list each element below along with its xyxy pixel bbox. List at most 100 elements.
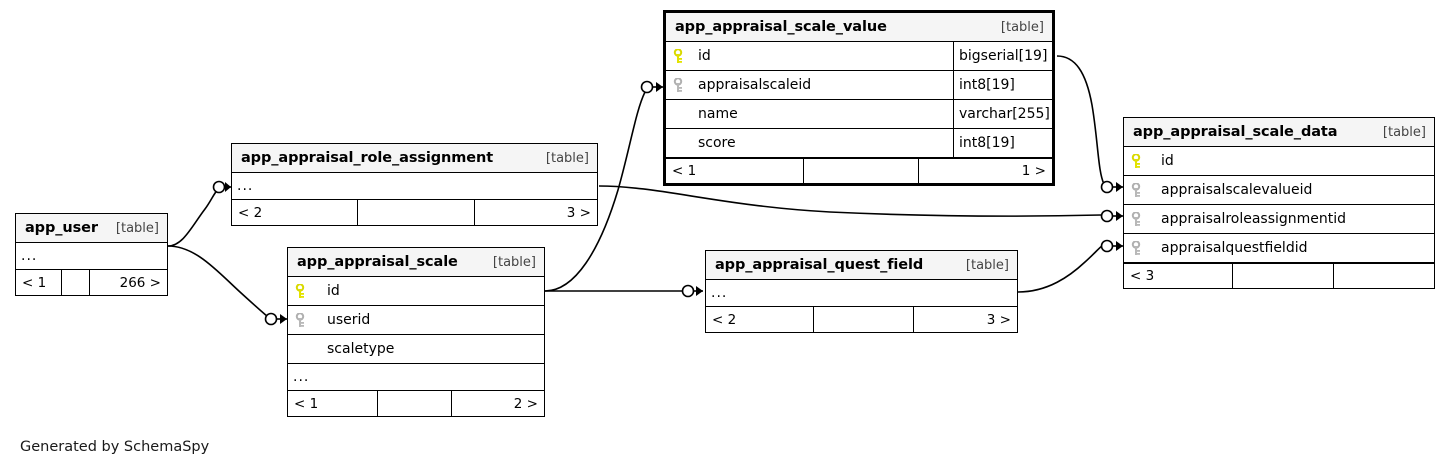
table-name: app_appraisal_role_assignment [241, 150, 494, 166]
endpoint-roleassignment-left [212, 180, 231, 194]
column-name: id [1161, 153, 1174, 169]
foreign-key-icon [1124, 234, 1150, 262]
primary-key-icon [666, 42, 692, 70]
table-footer: < 1 1 > [666, 158, 1052, 183]
footer-children-count: 2 > [451, 391, 544, 416]
table-footer: < 2 3 > [706, 307, 1017, 332]
footer-children-count: 266 > [89, 270, 167, 295]
table-app-appraisal-scale-data[interactable]: app_appraisal_scale_data [table] id appr… [1123, 117, 1435, 289]
column-name: appraisalroleassignmentid [1161, 211, 1347, 227]
table-title-app-user: app_user [table] [16, 214, 167, 243]
table-row[interactable]: scaletype [288, 335, 544, 364]
table-tag: [table] [1000, 19, 1044, 35]
edge-user-to-scale-userid [167, 245, 269, 318]
table-app-appraisal-quest-field[interactable]: app_appraisal_quest_field [table] ... < … [705, 250, 1018, 333]
table-row[interactable]: appraisalroleassignmentid [1124, 205, 1434, 234]
endpoint-scaledata-questfieldid-left [1100, 239, 1123, 253]
table-row[interactable]: id [288, 277, 544, 306]
table-name: app_appraisal_scale_data [1133, 124, 1338, 140]
footer-children-count [1333, 264, 1434, 288]
columns-ellipsis: ... [288, 364, 544, 391]
table-title-app-appraisal-scale: app_appraisal_scale [table] [288, 248, 544, 277]
columns-ellipsis: ... [232, 173, 597, 200]
table-row[interactable]: score int8[19] [666, 129, 1052, 158]
footer-middle [1232, 264, 1333, 288]
table-footer: < 2 3 > [232, 200, 597, 225]
table-footer: < 1 266 > [16, 270, 167, 295]
no-key-spacer [666, 129, 692, 157]
table-title-app-appraisal-quest-field: app_appraisal_quest_field [table] [706, 251, 1017, 280]
column-type: bigserial[19] [953, 42, 1052, 70]
column-name: scaletype [327, 341, 395, 357]
no-key-spacer [288, 335, 314, 363]
column-name: score [698, 135, 736, 151]
table-row[interactable]: appraisalscalevalueid [1124, 176, 1434, 205]
footer-parents-count: < 1 [22, 274, 47, 291]
columns-ellipsis: ... [16, 243, 167, 270]
column-type: int8[19] [953, 129, 1052, 157]
endpoint-questfield-left [681, 284, 703, 298]
table-title-app-appraisal-scale-value: app_appraisal_scale_value [table] [666, 13, 1052, 42]
footer-parents-count: < 2 [238, 204, 263, 221]
foreign-key-icon [1124, 176, 1150, 204]
table-tag: [table] [115, 220, 159, 236]
columns-ellipsis: ... [706, 280, 1017, 307]
table-tag: [table] [1382, 124, 1426, 140]
endpoint-scaledata-roleassignmentid-left [1100, 209, 1123, 223]
no-key-spacer [666, 100, 692, 128]
table-row[interactable]: name varchar[255] [666, 100, 1052, 129]
column-type: int8[19] [953, 71, 1052, 99]
endpoint-scalevalue-scaleid-left [640, 80, 663, 94]
table-footer: < 1 2 > [288, 391, 544, 416]
table-name: app_appraisal_scale [297, 254, 458, 270]
column-name: appraisalscalevalueid [1161, 182, 1313, 198]
foreign-key-icon [288, 306, 314, 334]
footer-children-count: 1 > [918, 159, 1052, 183]
table-row[interactable]: id [1124, 147, 1434, 176]
table-app-appraisal-scale-value[interactable]: app_appraisal_scale_value [table] id big… [663, 10, 1055, 186]
table-tag: [table] [492, 254, 536, 270]
footer-middle [803, 159, 918, 183]
column-name: appraisalscaleid [698, 77, 812, 93]
column-type: varchar[255] [953, 100, 1052, 128]
table-app-appraisal-role-assignment[interactable]: app_appraisal_role_assignment [table] ..… [231, 143, 598, 226]
edge-scalevalue-to-scaledata [1056, 55, 1105, 185]
edge-roleassignment-to-scaledata [598, 185, 1102, 217]
footer-children-count: 3 > [474, 200, 597, 225]
footer-parents-count: < 2 [712, 311, 737, 328]
column-name: name [698, 106, 738, 122]
table-app-appraisal-scale[interactable]: app_appraisal_scale [table] id userid sc… [287, 247, 545, 417]
footer-parents-count: < 1 [294, 395, 319, 412]
footer-middle [813, 307, 913, 332]
foreign-key-icon [1124, 205, 1150, 233]
generated-by-credit: Generated by SchemaSpy [20, 439, 210, 455]
primary-key-icon [1124, 147, 1150, 175]
footer-middle [357, 200, 474, 225]
endpoint-scale-userid-left [264, 312, 287, 326]
footer-middle [377, 391, 451, 416]
column-name: id [698, 48, 711, 64]
table-row[interactable]: userid [288, 306, 544, 335]
table-title-app-appraisal-role-assignment: app_appraisal_role_assignment [table] [232, 144, 597, 173]
column-name: userid [327, 312, 371, 328]
column-name: id [327, 283, 340, 299]
endpoint-scaledata-scalevalueid-left [1100, 180, 1123, 194]
table-row[interactable]: id bigserial[19] [666, 42, 1052, 71]
edge-questfield-to-scaledata [1017, 244, 1104, 293]
column-name: appraisalquestfieldid [1161, 240, 1308, 256]
table-footer: < 3 [1124, 263, 1434, 288]
table-tag: [table] [965, 257, 1009, 273]
table-row[interactable]: appraisalquestfieldid [1124, 234, 1434, 263]
footer-parents-count: < 1 [672, 163, 697, 179]
table-row[interactable]: appraisalscaleid int8[19] [666, 71, 1052, 100]
footer-parents-count: < 3 [1130, 268, 1155, 284]
table-title-app-appraisal-scale-data: app_appraisal_scale_data [table] [1124, 118, 1434, 147]
table-name: app_appraisal_scale_value [675, 19, 887, 35]
table-name: app_user [25, 220, 98, 236]
footer-children-count: 3 > [913, 307, 1017, 332]
table-app-user[interactable]: app_user [table] ... < 1 266 > [15, 213, 168, 296]
foreign-key-icon [666, 71, 692, 99]
footer-middle [61, 270, 89, 295]
table-tag: [table] [545, 150, 589, 166]
